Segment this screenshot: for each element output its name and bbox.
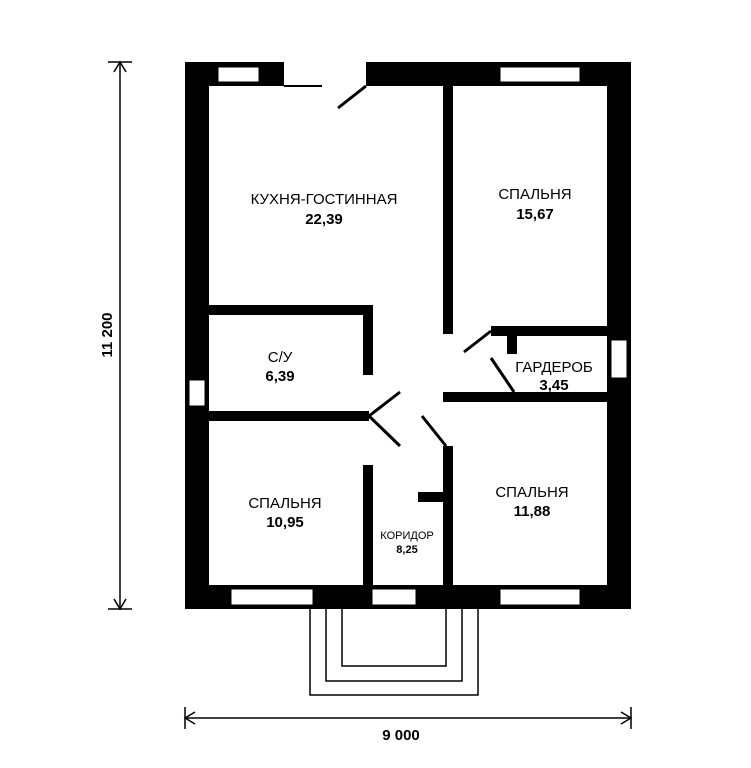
room-wardrobe-name: ГАРДЕРОБ xyxy=(515,359,593,376)
room-kitchen-living-name: КУХНЯ-ГОСТИННАЯ xyxy=(251,191,398,208)
window-left xyxy=(188,379,206,407)
room-kitchen-living-area: 22,39 xyxy=(305,211,343,228)
entrance-gap-top xyxy=(284,62,366,86)
room-bedroom-top-right-name: СПАЛЬНЯ xyxy=(498,186,571,203)
door-swings xyxy=(337,84,516,448)
room-bedroom-bottom-left-name: СПАЛЬНЯ xyxy=(248,495,321,512)
window-top-left xyxy=(217,66,260,83)
room-bedroom-bottom-right-area: 11,88 xyxy=(514,503,551,520)
window-bottom-right xyxy=(499,588,581,606)
porch-steps xyxy=(309,609,479,696)
dimension-vertical xyxy=(108,60,132,611)
room-bedroom-top-right-area: 15,67 xyxy=(516,206,554,223)
room-bathroom-area: 6,39 xyxy=(265,368,294,385)
dimension-horizontal xyxy=(183,707,633,729)
room-corridor-name: КОРИДОР xyxy=(380,530,433,542)
window-bottom-middle xyxy=(371,588,417,606)
window-right xyxy=(610,339,628,379)
room-bedroom-bottom-right-name: СПАЛЬНЯ xyxy=(495,484,568,501)
room-corridor-area: 8,25 xyxy=(396,544,417,556)
room-bathroom-name: С/У xyxy=(268,349,293,366)
room-wardrobe-area: 3,45 xyxy=(539,377,568,394)
dimension-width-label: 9 000 xyxy=(382,727,420,744)
window-top-right xyxy=(499,66,581,83)
room-bedroom-bottom-left-area: 10,95 xyxy=(266,514,304,531)
wall-openings xyxy=(188,62,628,606)
dimension-height-label: 11 200 xyxy=(99,312,116,357)
window-bottom-left xyxy=(230,588,314,606)
interior-walls xyxy=(209,86,607,585)
